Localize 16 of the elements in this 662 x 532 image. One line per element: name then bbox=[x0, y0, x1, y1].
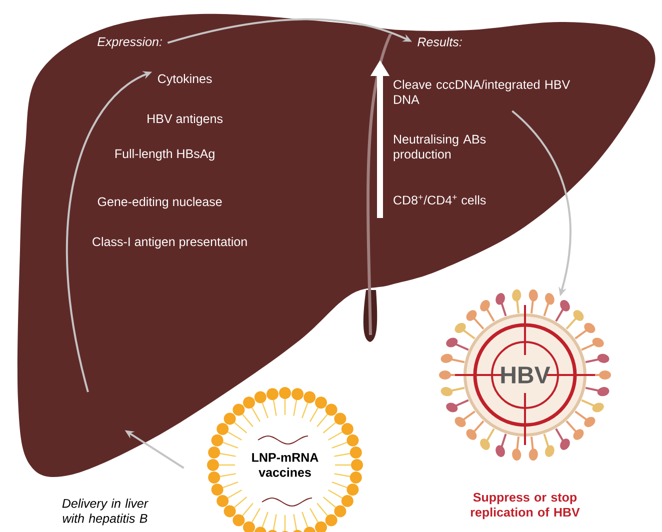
text-label: Cleave cccDNA/integrated HBV DNA bbox=[394, 80, 570, 104]
virus-particle: HBV bbox=[439, 289, 611, 461]
edge-label: Delivery in liver with hepatitis B bbox=[62, 498, 148, 526]
text-label: Class-I antigen presentation bbox=[92, 236, 247, 249]
lipid-nanoparticle: LNP-mRNA vaccines bbox=[207, 387, 363, 532]
text-label: Cytokines bbox=[158, 74, 212, 86]
caption-text: Suppress or stop replication of HBV bbox=[470, 492, 580, 520]
liver-drawing bbox=[17, 14, 656, 478]
text-label: Neutralising ABs production bbox=[394, 134, 486, 162]
text-label: CD8$^{+}$/CD4$^{+}$ cells bbox=[394, 195, 486, 205]
text-label: Full-length HBsAg bbox=[115, 148, 214, 161]
text-label: Expression: bbox=[98, 36, 162, 49]
node-label: LNP-mRNA vaccines bbox=[252, 453, 318, 477]
text-label: Gene-editing nuclease bbox=[98, 196, 222, 209]
text-label: Results: bbox=[418, 37, 462, 46]
text-label: HBV antigens bbox=[148, 114, 223, 126]
